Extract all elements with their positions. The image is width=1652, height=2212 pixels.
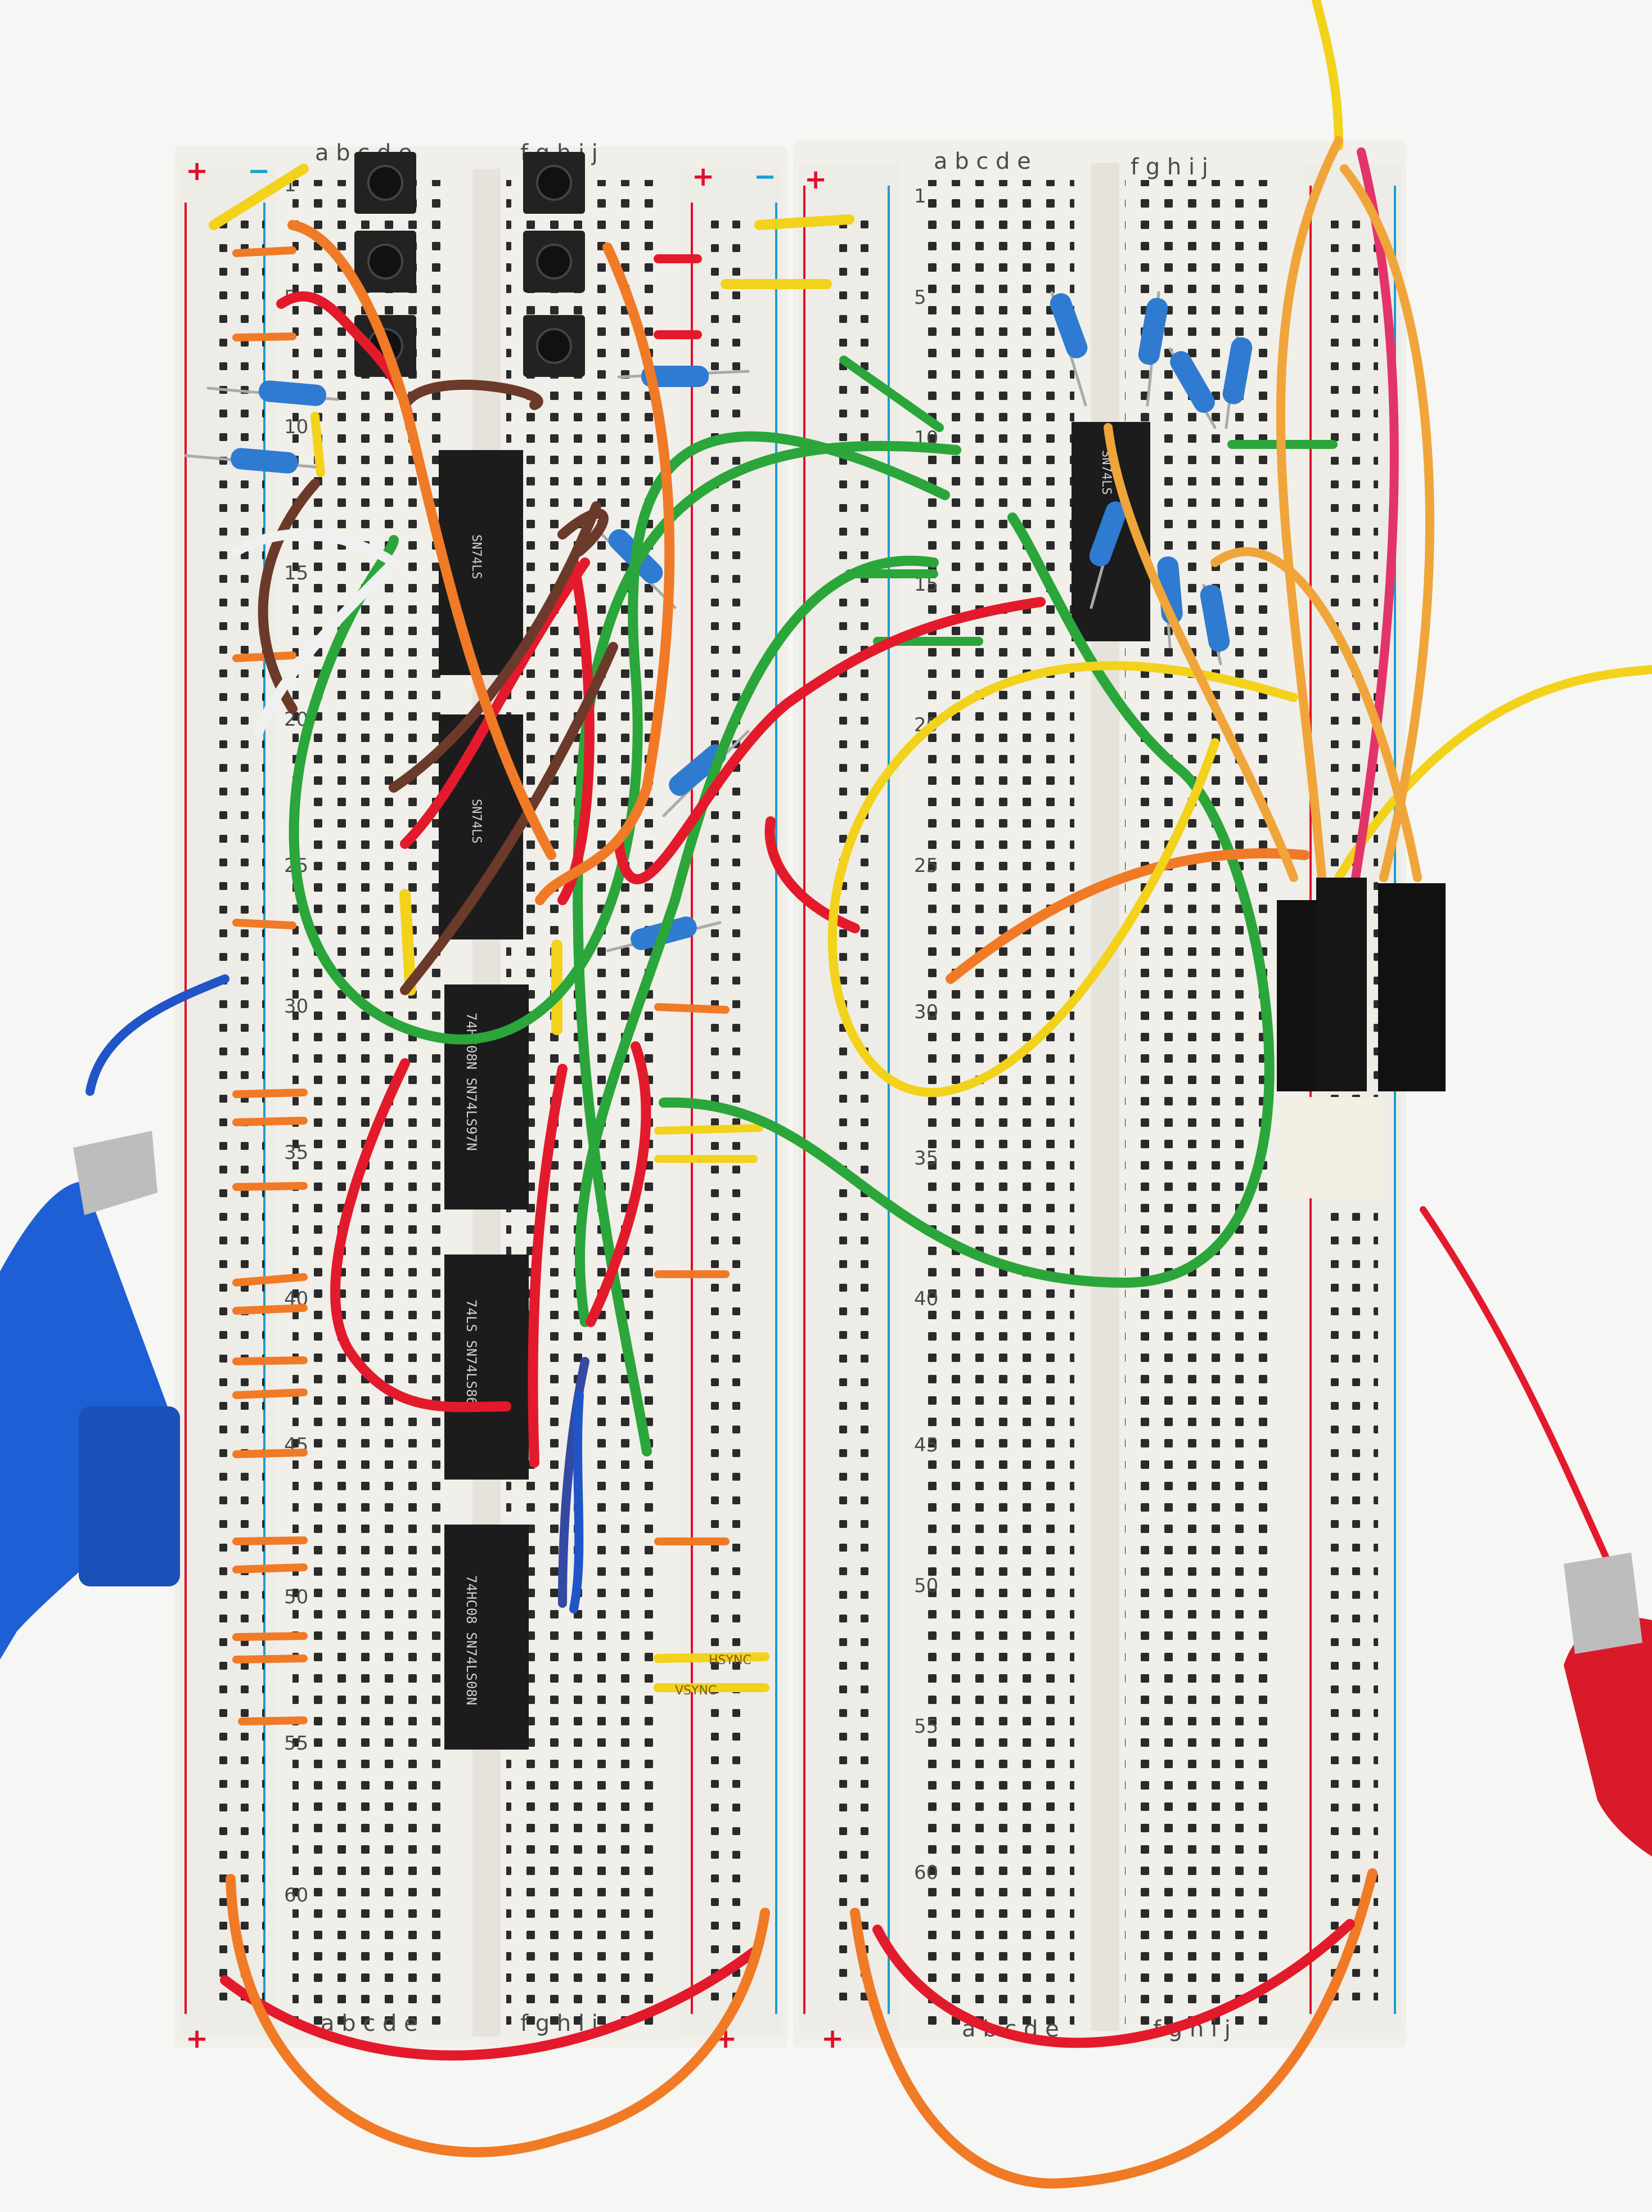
rail-minus-label: − xyxy=(247,155,270,187)
resistor xyxy=(1222,336,1253,429)
resistor xyxy=(184,448,317,474)
row-number: 60 xyxy=(914,1862,938,1884)
svg-text:74HC08N SN74LS97N: 74HC08N SN74LS97N xyxy=(463,1013,479,1151)
rail-plus-label: + xyxy=(186,155,208,187)
column-labels-bottom-left: a b c d e xyxy=(321,2011,418,2036)
push-button xyxy=(354,152,416,214)
header-connectors xyxy=(1277,878,1446,1198)
row-number: 55 xyxy=(284,1732,308,1755)
svg-text:SN74LS: SN74LS xyxy=(469,534,483,579)
ic-chip: 74HC08 SN74LS08N xyxy=(444,1525,529,1750)
push-button xyxy=(523,315,585,377)
resistor xyxy=(1138,291,1168,407)
row-number: 35 xyxy=(284,1141,308,1164)
row-number: 50 xyxy=(914,1575,938,1597)
rail-plus-label: + xyxy=(821,2023,844,2054)
row-number: 35 xyxy=(914,1147,938,1170)
hsync-label: HSYNC xyxy=(709,1653,751,1667)
row-number: 30 xyxy=(284,995,308,1018)
ic-chip: SN74LS xyxy=(439,714,523,939)
short-jumpers xyxy=(209,164,1338,1725)
column-labels-top-right-a: a b c d e xyxy=(934,149,1031,174)
rail-plus-label: + xyxy=(186,2023,208,2054)
ic-chip: SN74LS xyxy=(439,450,523,675)
row-number: 50 xyxy=(284,1586,308,1608)
row-number: 40 xyxy=(914,1288,938,1310)
resistor xyxy=(617,366,750,387)
push-button xyxy=(354,231,416,293)
resistor xyxy=(206,380,339,406)
rail-minus-label: − xyxy=(754,161,776,192)
row-number: 45 xyxy=(914,1434,938,1456)
row-number: 25 xyxy=(914,855,938,877)
sync-labels: HSYNC VSYNC xyxy=(675,1653,751,1698)
row-number: 5 xyxy=(914,286,926,309)
row-number: 60 xyxy=(284,1884,308,1907)
svg-text:74LS SN74LS86: 74LS SN74LS86 xyxy=(463,1300,479,1405)
svg-text:74HC08 SN74LS08N: 74HC08 SN74LS08N xyxy=(463,1575,479,1705)
svg-text:SN74LS: SN74LS xyxy=(469,799,483,843)
push-button xyxy=(523,231,585,293)
long-wires xyxy=(85,0,1652,2189)
vsync-label: VSYNC xyxy=(675,1684,717,1698)
rail-plus-label: + xyxy=(804,164,827,195)
push-button xyxy=(523,152,585,214)
rail-plus-label: + xyxy=(692,161,714,192)
blue-alligator-clip xyxy=(0,1131,180,1660)
ic-chips: SN74LS SN74LS 74HC08N SN74LS97N 74LS SN7… xyxy=(439,422,1150,1750)
ic-chip: 74LS SN74LS86 xyxy=(444,1255,529,1480)
red-alligator-clip xyxy=(1564,1553,1652,1856)
column-labels-top-right-f: f g h i j xyxy=(1131,154,1208,180)
row-number: 55 xyxy=(914,1715,938,1738)
resistor xyxy=(1168,347,1217,429)
row-number: 30 xyxy=(914,1001,938,1023)
row-number: 1 xyxy=(914,185,926,208)
resistor xyxy=(1200,583,1230,666)
resistor xyxy=(1050,291,1088,407)
ic-chip: 74HC08N SN74LS97N xyxy=(444,984,529,1210)
row-number: 15 xyxy=(284,562,308,585)
resistor xyxy=(662,730,750,817)
resistor xyxy=(1089,501,1127,609)
row-number: 10 xyxy=(284,416,308,438)
